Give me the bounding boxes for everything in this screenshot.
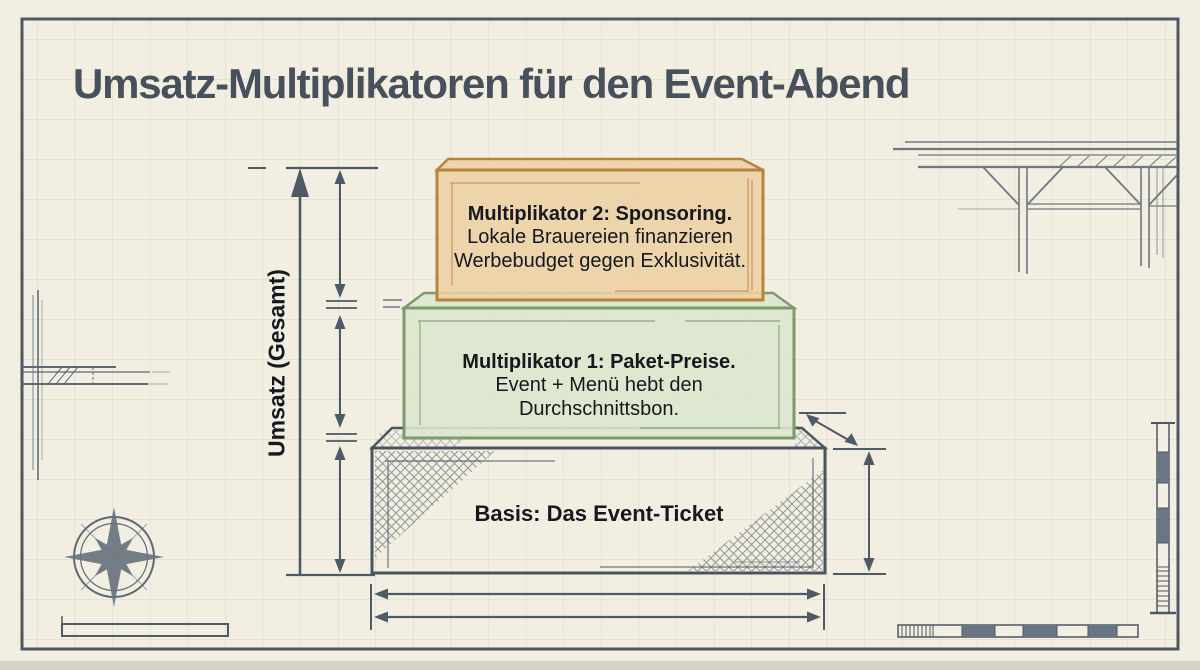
paket-line2: Durchschnittsbon. xyxy=(518,397,680,420)
paket-box-text: Multiplikator 1: Paket-Preise. Event + M… xyxy=(410,338,788,434)
sponsoring-title: Multiplikator 2: Sponsoring. xyxy=(467,202,733,225)
sponsoring-box-text: Multiplikator 2: Sponsoring. Lokale Brau… xyxy=(443,188,757,288)
base-height-dimension xyxy=(833,448,886,575)
wall-detail-sketch xyxy=(22,290,170,480)
revenue-axis-arrow xyxy=(248,166,378,577)
sponsoring-line2: Werbebudget gegen Exklusivität. xyxy=(453,249,747,272)
bottom-edge-strip xyxy=(0,661,1200,670)
sponsoring-box xyxy=(434,157,765,302)
roof-structure-sketch xyxy=(893,141,1179,274)
left-scale-bar xyxy=(61,616,229,637)
basis-title: Basis: Das Event-Ticket xyxy=(474,501,724,527)
basis-box-label: Basis: Das Event-Ticket xyxy=(380,495,818,533)
sponsoring-line1: Lokale Brauereien finanzieren xyxy=(467,226,733,249)
compass-rose-icon xyxy=(64,507,164,607)
stack-dimension-line xyxy=(326,170,402,573)
horizontal-scale-bar xyxy=(897,624,1139,638)
y-axis-label: Umsatz (Gesamt) xyxy=(263,269,290,457)
depth-dimension-arrow xyxy=(799,412,858,446)
base-width-dimensions xyxy=(370,584,825,630)
paket-line1: Event + Menü hebt den xyxy=(495,374,703,397)
page-title: Umsatz-Multiplikatoren für den Event-Abe… xyxy=(73,60,911,107)
paket-title: Multiplikator 1: Paket-Preise. xyxy=(462,350,736,373)
blueprint-frame xyxy=(20,17,1180,651)
vertical-scale-bar xyxy=(1150,422,1176,615)
